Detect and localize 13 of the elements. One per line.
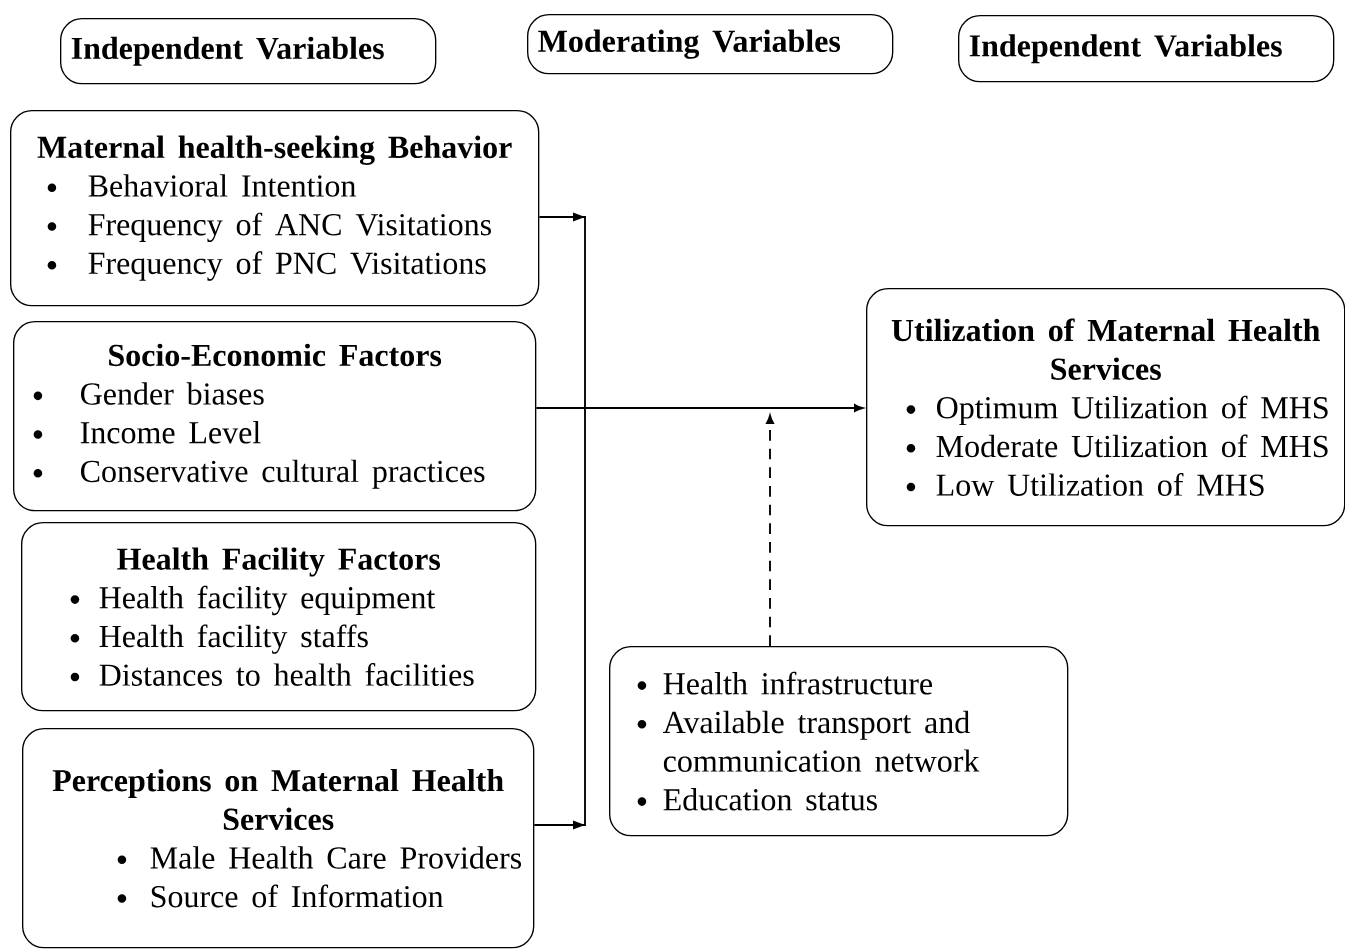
header-box: Independent Variables xyxy=(958,15,1335,83)
outcome-box: Utilization of Maternal Health Services Optimum Utilization of MHS Moderate Utilization of MHS Low Utilization of MHS xyxy=(866,288,1345,527)
arrow xyxy=(538,212,586,409)
header-box: Moderating Variables xyxy=(527,14,894,75)
moderator-box: Health infrastructure Available transport and communication network Education status xyxy=(609,646,1069,837)
factor-box: Socio-Economic Factors Gender biases Income Level Conservative cultural practices xyxy=(13,321,537,512)
factor-box: Health Facility Factors Health facility equipment Health facility staffs Distances to health facilities xyxy=(21,522,537,712)
factor-box: Perceptions on Maternal Health Services Male Health Care Providers Source of Information xyxy=(22,728,535,949)
dashed-arrow xyxy=(766,414,774,647)
arrow xyxy=(584,404,864,412)
header-box: Independent Variables xyxy=(60,18,437,85)
factor-box: Maternal health-seeking Behavior Behavioral Intention Frequency of ANC Visitations Frequency of PNC Visitations xyxy=(10,110,540,307)
arrow xyxy=(533,407,586,830)
